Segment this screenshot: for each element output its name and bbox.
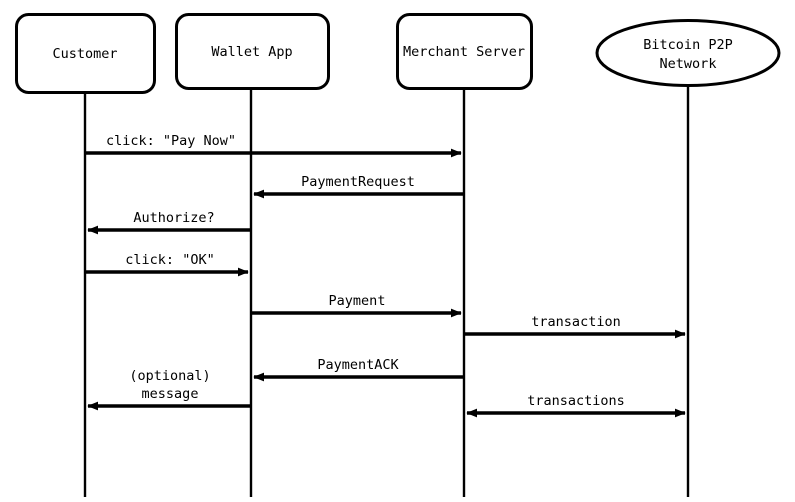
- message-transaction: transaction: [464, 314, 686, 339]
- participant-wallet-label: Wallet App: [211, 44, 292, 60]
- message-label: PaymentACK: [317, 357, 399, 373]
- participant-merchant[interactable]: Merchant Server: [396, 13, 533, 90]
- participant-network[interactable]: Bitcoin P2P Network: [595, 19, 781, 87]
- message-payment-request: PaymentRequest: [253, 174, 464, 199]
- message-label: transaction: [531, 314, 620, 330]
- lifelines-group: [83, 86, 690, 497]
- participant-customer-label: Customer: [52, 46, 117, 62]
- message-label-line2: message: [142, 386, 199, 402]
- participant-wallet-box[interactable]: [175, 13, 330, 90]
- message-label-line1: (optional): [129, 368, 210, 384]
- message-label: Authorize?: [133, 210, 214, 226]
- message-transactions: transactions: [466, 393, 686, 418]
- message-label: PaymentRequest: [301, 174, 415, 190]
- participant-customer[interactable]: Customer: [15, 13, 156, 94]
- message-click-pay-now: click: "Pay Now": [85, 133, 462, 158]
- participant-merchant-label: Merchant Server: [403, 44, 525, 60]
- message-label: transactions: [527, 393, 625, 409]
- participant-customer-box[interactable]: [15, 13, 156, 94]
- message-label: click: "OK": [125, 252, 214, 268]
- participant-merchant-box[interactable]: [396, 13, 533, 90]
- message-authorize: Authorize?: [87, 210, 251, 235]
- participant-network-label-line1: Bitcoin P2P: [643, 37, 732, 53]
- participant-network-label-line2: Network: [660, 56, 717, 72]
- message-payment: Payment: [251, 293, 462, 318]
- message-click-ok: click: "OK": [85, 252, 249, 277]
- participant-wallet[interactable]: Wallet App: [175, 13, 330, 90]
- message-payment-ack: PaymentACK: [253, 357, 464, 382]
- message-optional-message: (optional) message: [87, 368, 251, 411]
- message-label: click: "Pay Now": [106, 133, 236, 149]
- participant-network-ellipse[interactable]: [595, 19, 781, 87]
- message-label: Payment: [329, 293, 386, 309]
